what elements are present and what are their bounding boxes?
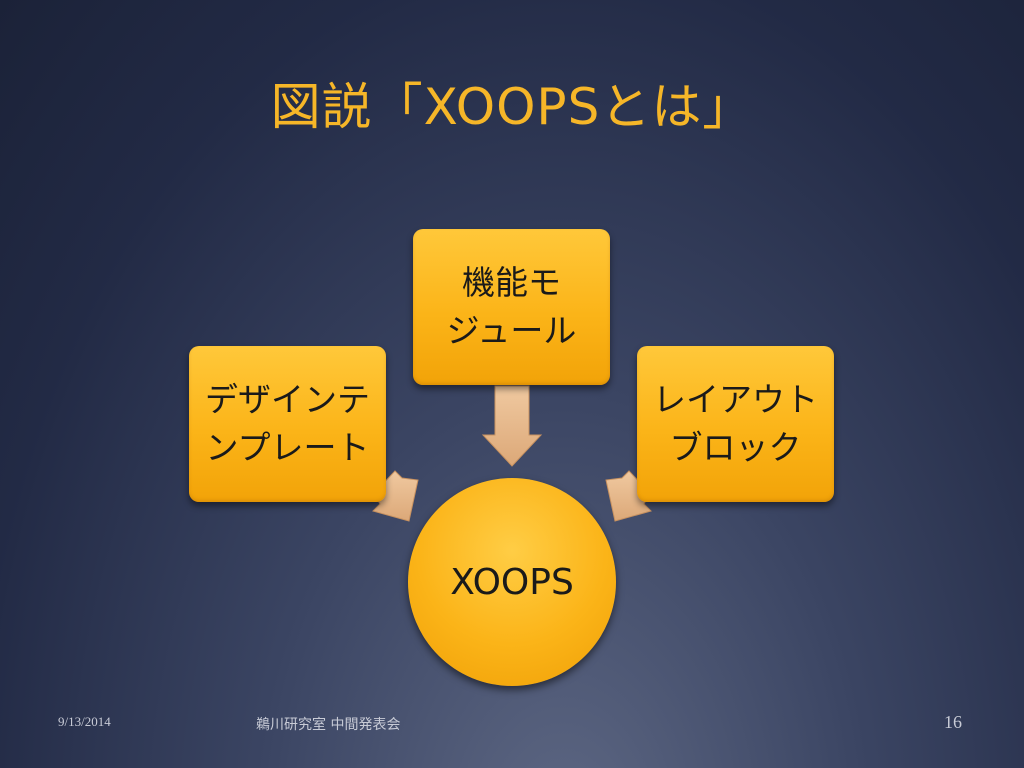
layout-block-label-line-2: ブロック bbox=[669, 428, 802, 467]
layout-block-label-line-1: レイアウト bbox=[653, 380, 818, 419]
xoops-center-circle: XOOPS bbox=[408, 478, 616, 686]
design-template-label-line-2: ンプレート bbox=[205, 428, 370, 467]
design-template-box: デザインテ ンプレート bbox=[189, 346, 386, 502]
function-module-box: 機能モ ジュール bbox=[413, 229, 610, 385]
slide-title: 図説「XOOPSとは」 bbox=[270, 78, 754, 136]
design-template-label-line-1: デザインテ bbox=[205, 380, 370, 419]
xoops-center-label: XOOPS bbox=[450, 561, 574, 603]
layout-block-box: レイアウト ブロック bbox=[637, 346, 834, 502]
footer-organization: 鵜川研究室 中間発表会 bbox=[256, 717, 401, 733]
footer-date: 9/13/2014 bbox=[58, 714, 111, 729]
arrow-top-to-center bbox=[481, 385, 543, 467]
footer-page-number: 16 bbox=[944, 712, 962, 732]
function-module-label-line-1: 機能モ bbox=[461, 263, 561, 302]
function-module-label-line-2: ジュール bbox=[446, 311, 577, 350]
